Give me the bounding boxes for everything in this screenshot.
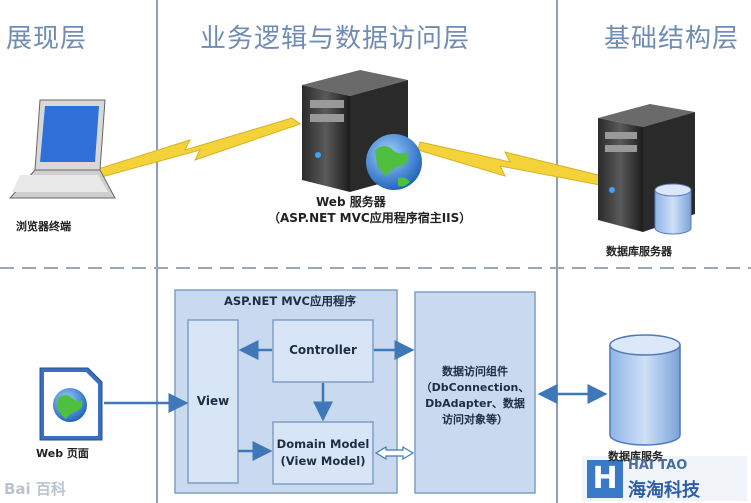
controller-label: Controller <box>289 343 357 357</box>
data-access-line-3: DbAdapter、数据 <box>425 397 525 410</box>
baidu-watermark: Bai 百科 <box>4 480 66 498</box>
haitao-h: H <box>592 461 618 496</box>
haitao-en: HAI TAO <box>628 458 688 473</box>
db-server-icon <box>598 104 695 235</box>
lightning-left <box>94 117 302 179</box>
domain-model-sublabel: (View Model) <box>280 454 366 468</box>
globe-icon <box>366 134 422 190</box>
data-access-line-2: （DbConnection、 <box>420 381 530 394</box>
web-page-icon <box>39 367 103 441</box>
haitao-logo <box>582 456 747 501</box>
data-access-box <box>414 291 536 494</box>
web-server-label: Web 服务器 <box>316 195 386 209</box>
data-access-line-4: 访问对象等） <box>442 413 508 426</box>
controller-box <box>272 319 374 383</box>
layer-title-business: 业务逻辑与数据访问层 <box>200 24 471 54</box>
laptop-icon <box>8 99 116 199</box>
lightning-right <box>417 141 611 187</box>
domain-model-box <box>272 421 374 485</box>
db-server-label: 数据库服务器 <box>606 245 672 258</box>
view-box <box>187 319 239 484</box>
view-label: View <box>196 394 230 408</box>
layer-title-infrastructure: 基础结构层 <box>604 24 740 54</box>
browser-label: 浏览器终端 <box>16 220 71 233</box>
web-page-label: Web 页面 <box>36 447 89 460</box>
database-cylinder-icon <box>609 334 681 446</box>
db-service-label: 数据库服务 <box>608 450 663 463</box>
data-access-line-1: 数据访问组件 <box>442 365 508 378</box>
web-server-sublabel: （ASP.NET MVC应用程序宿主IIS） <box>268 211 472 225</box>
app-title: ASP.NET MVC应用程序 <box>224 294 356 308</box>
layer-title-presentation: 展现层 <box>6 24 88 54</box>
hollow-arrow-model-dataaccess <box>374 445 415 461</box>
haitao-cn: 海淘科技 <box>628 480 700 501</box>
domain-model-label: Domain Model <box>276 437 370 451</box>
